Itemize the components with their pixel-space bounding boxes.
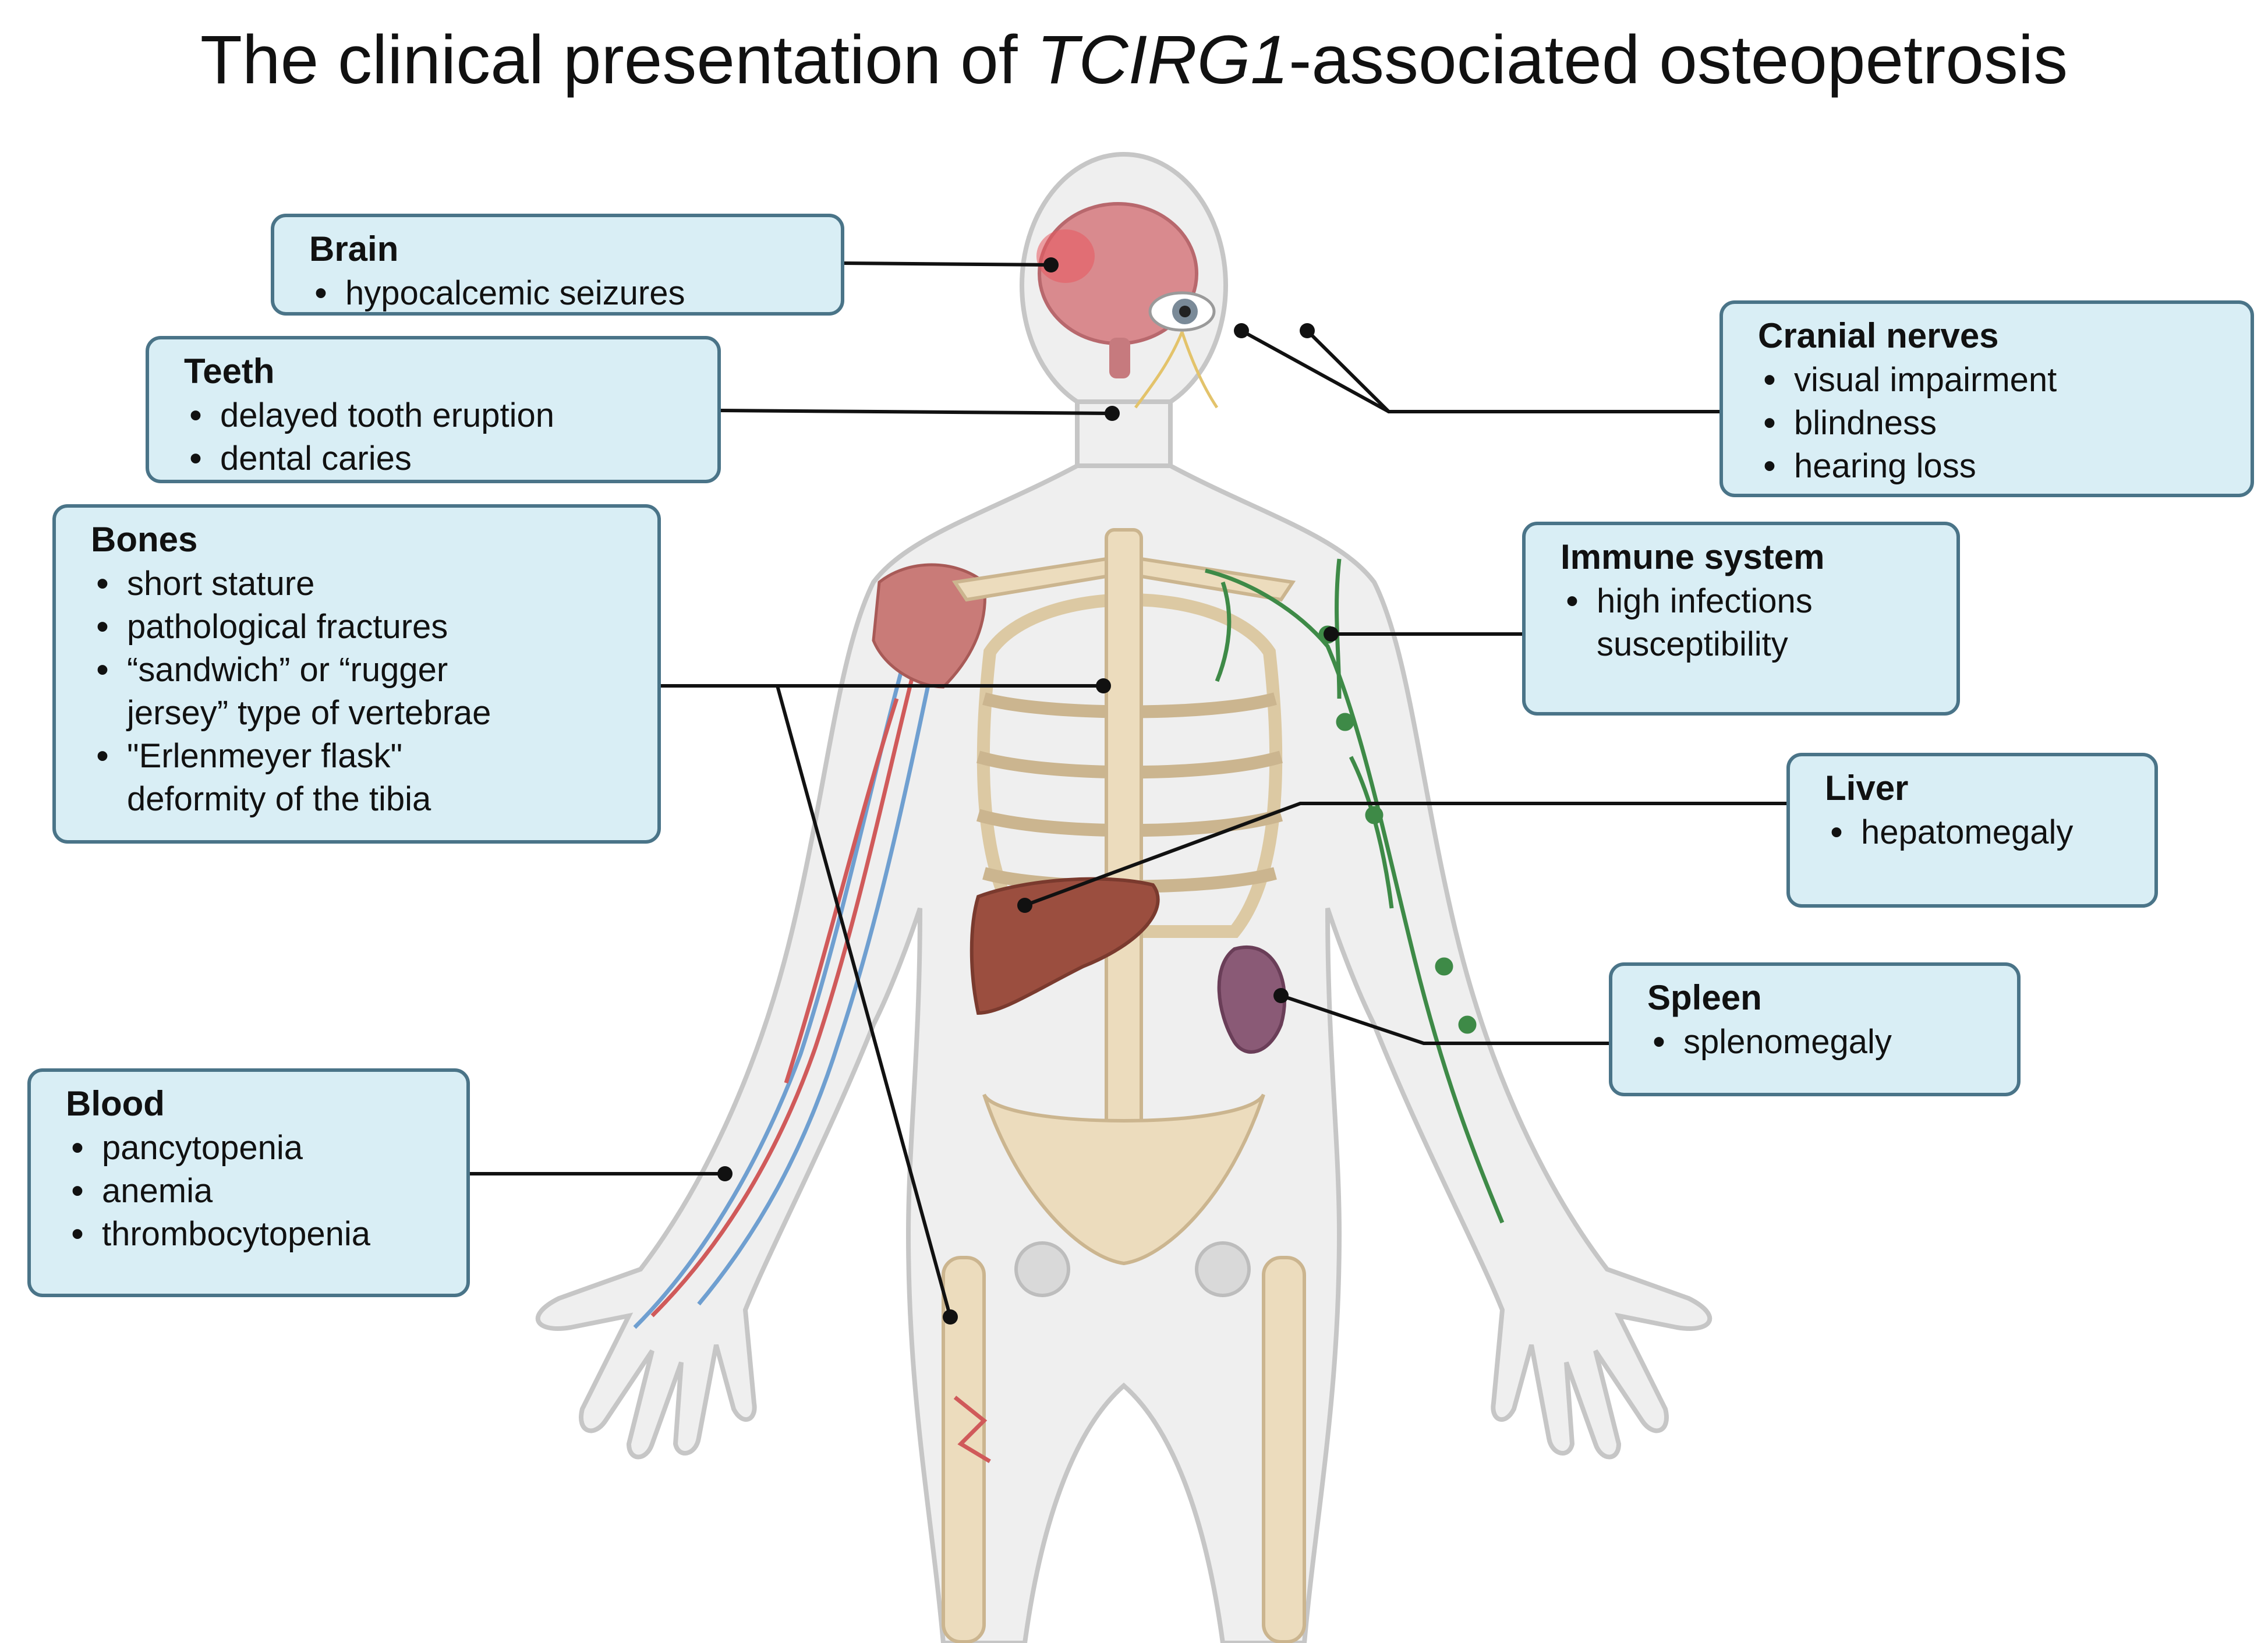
- blood-vessels-icon: [633, 622, 940, 1329]
- list-item: “sandwich” or “rugger jersey” type of ve…: [91, 649, 529, 735]
- list-item: hypocalcemic seizures: [309, 272, 818, 315]
- skeleton-icon: [942, 528, 1306, 1643]
- blood-callout: Blood pancytopenia anemia thrombocytopen…: [27, 1068, 470, 1297]
- cranial-nerves-callout: Cranial nerves visual impairment blindne…: [1719, 300, 2254, 497]
- spleen-icon: [1217, 945, 1287, 1054]
- list-item: delayed tooth eruption: [184, 394, 694, 437]
- title-gene: TCIRG1: [1036, 22, 1289, 98]
- cranial-nerves-heading: Cranial nerves: [1758, 316, 1999, 355]
- list-item: hepatomegaly: [1825, 811, 2131, 854]
- title-prefix: The clinical presentation of: [200, 22, 1037, 98]
- liver-list: hepatomegaly: [1825, 811, 2131, 854]
- fracture-icon: [953, 1396, 991, 1464]
- liver-icon: [970, 877, 1160, 1015]
- figure-title: The clinical presentation of TCIRG1-asso…: [0, 16, 2268, 104]
- cranial-nerves-list: visual impairment blindness hearing loss: [1758, 359, 2227, 488]
- list-item: short stature: [91, 562, 529, 605]
- eye-icon: [1148, 291, 1216, 332]
- list-item: splenomegaly: [1647, 1021, 1994, 1064]
- list-item: pathological fractures: [91, 605, 529, 649]
- liver-callout: Liver hepatomegaly: [1786, 753, 2158, 908]
- list-item: anemia: [66, 1170, 443, 1213]
- immune-system-list: high infections susceptibility: [1561, 580, 1864, 666]
- list-item: pancytopenia: [66, 1127, 443, 1170]
- list-item: hearing loss: [1758, 445, 2227, 488]
- shoulder-muscle-icon: [872, 563, 986, 689]
- blood-list: pancytopenia anemia thrombocytopenia: [66, 1127, 443, 1256]
- brain-heading: Brain: [309, 229, 399, 268]
- connector-endpoints: [717, 257, 1339, 1325]
- bones-list: short stature pathological fractures “sa…: [91, 562, 529, 821]
- brain-list: hypocalcemic seizures: [309, 272, 818, 315]
- spleen-heading: Spleen: [1647, 978, 1762, 1017]
- teeth-callout: Teeth delayed tooth eruption dental cari…: [146, 336, 721, 483]
- list-item: thrombocytopenia: [66, 1213, 443, 1256]
- list-item: blindness: [1758, 402, 2227, 445]
- immune-system-heading: Immune system: [1561, 537, 1825, 576]
- spleen-list: splenomegaly: [1647, 1021, 1994, 1064]
- teeth-heading: Teeth: [184, 352, 275, 391]
- immune-system-callout: Immune system high infections susceptibi…: [1522, 522, 1960, 716]
- bones-heading: Bones: [91, 520, 198, 559]
- title-suffix: -associated osteopetrosis: [1289, 22, 2068, 98]
- brain-callout: Brain hypocalcemic seizures: [271, 214, 844, 316]
- cranial-nerves-icon: [1134, 331, 1219, 409]
- teeth-list: delayed tooth eruption dental caries: [184, 394, 694, 480]
- list-item: visual impairment: [1758, 359, 2227, 402]
- liver-heading: Liver: [1825, 769, 1909, 808]
- blood-heading: Blood: [66, 1084, 165, 1123]
- list-item: dental caries: [184, 437, 694, 480]
- bones-callout: Bones short stature pathological fractur…: [52, 504, 661, 844]
- list-item: high infections susceptibility: [1561, 580, 1864, 666]
- callout-connectors: [469, 261, 1786, 1318]
- lymphatic-vessels-icon: [1205, 558, 1505, 1224]
- list-item: "Erlenmeyer flask" deformity of the tibi…: [91, 735, 529, 821]
- spleen-callout: Spleen splenomegaly: [1609, 962, 2021, 1096]
